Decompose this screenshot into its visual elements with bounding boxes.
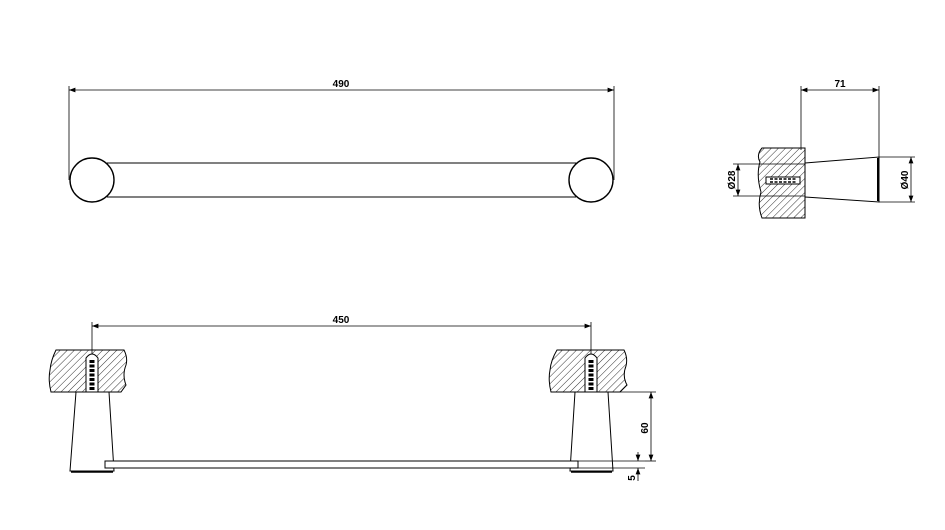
dimension-label-5: 5: [627, 475, 638, 481]
dimension-label-450: 450: [333, 315, 350, 326]
anchor-slot: [765, 176, 801, 185]
dimension-label-490: 490: [333, 79, 350, 90]
mount-cone: [804, 156, 880, 203]
dimension-label-71: 71: [834, 79, 846, 90]
left-mount-cone: [69, 391, 115, 472]
top-view: 490: [68, 79, 615, 203]
front-view: 450 60 5: [48, 315, 656, 481]
dimension-label-d28: Ø28: [727, 170, 738, 189]
right-anchor-slot: [584, 353, 598, 393]
towel-bar: [104, 460, 579, 469]
dimension-label-60: 60: [640, 422, 651, 434]
left-mount-circle: [69, 157, 115, 203]
right-mount-circle: [568, 157, 614, 203]
right-mount-cone: [569, 391, 614, 472]
dimension-label-d40: Ø40: [900, 170, 911, 189]
side-view: 71 Ø28 Ø40: [727, 79, 915, 219]
left-anchor-slot: [85, 353, 99, 393]
